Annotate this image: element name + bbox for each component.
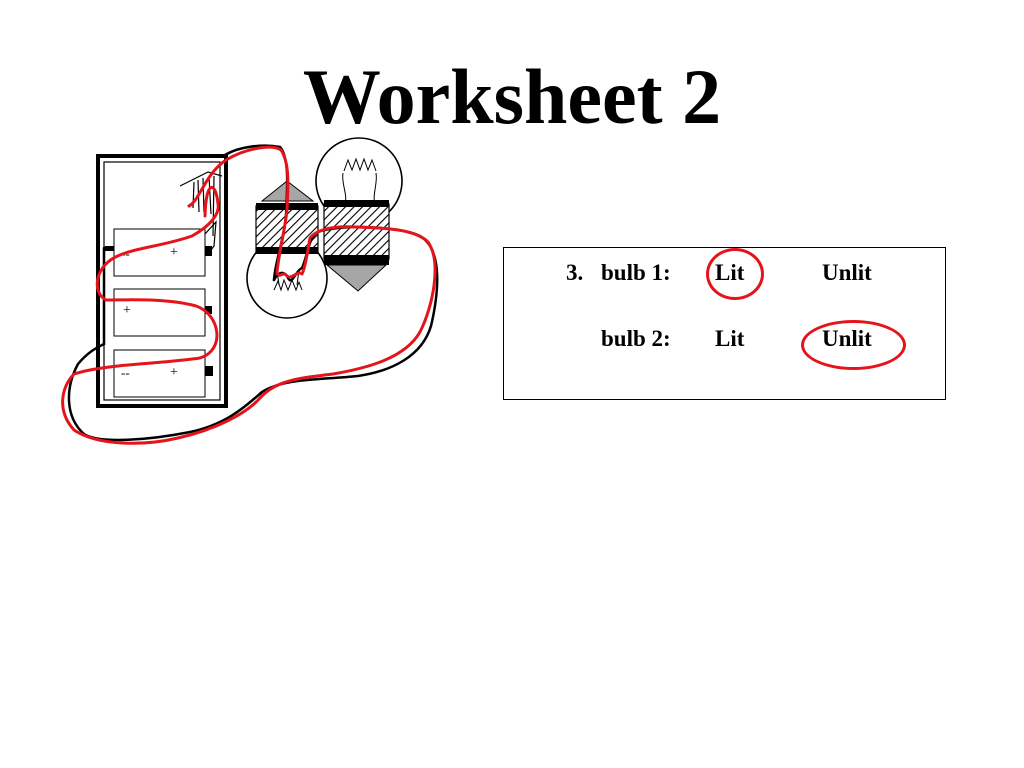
bulb-2	[315, 137, 403, 292]
slide-title: Worksheet 2	[302, 53, 722, 140]
bulb-2-unlit-circle	[801, 320, 906, 370]
cell1-plus-label: +	[170, 245, 178, 260]
bulb-1-lit-circle	[706, 248, 764, 300]
bulb-2-label: bulb 2:	[601, 326, 671, 351]
bulb-1-label: bulb 1:	[601, 260, 671, 285]
answer-box: 3. bulb 1: Lit Unlit bulb 2: Lit Unlit	[503, 247, 946, 400]
battery-cell-2	[113, 288, 212, 337]
cell3-minus-label: --	[121, 365, 130, 380]
cell3-plus-label: +	[170, 365, 178, 380]
bulb-1-unlit-option[interactable]: Unlit	[822, 260, 872, 285]
red-wire	[61, 145, 437, 445]
question-number: 3.	[566, 260, 584, 285]
cell2-plus-label: +	[123, 303, 131, 318]
bulb-2-lit-option[interactable]: Lit	[715, 326, 745, 351]
